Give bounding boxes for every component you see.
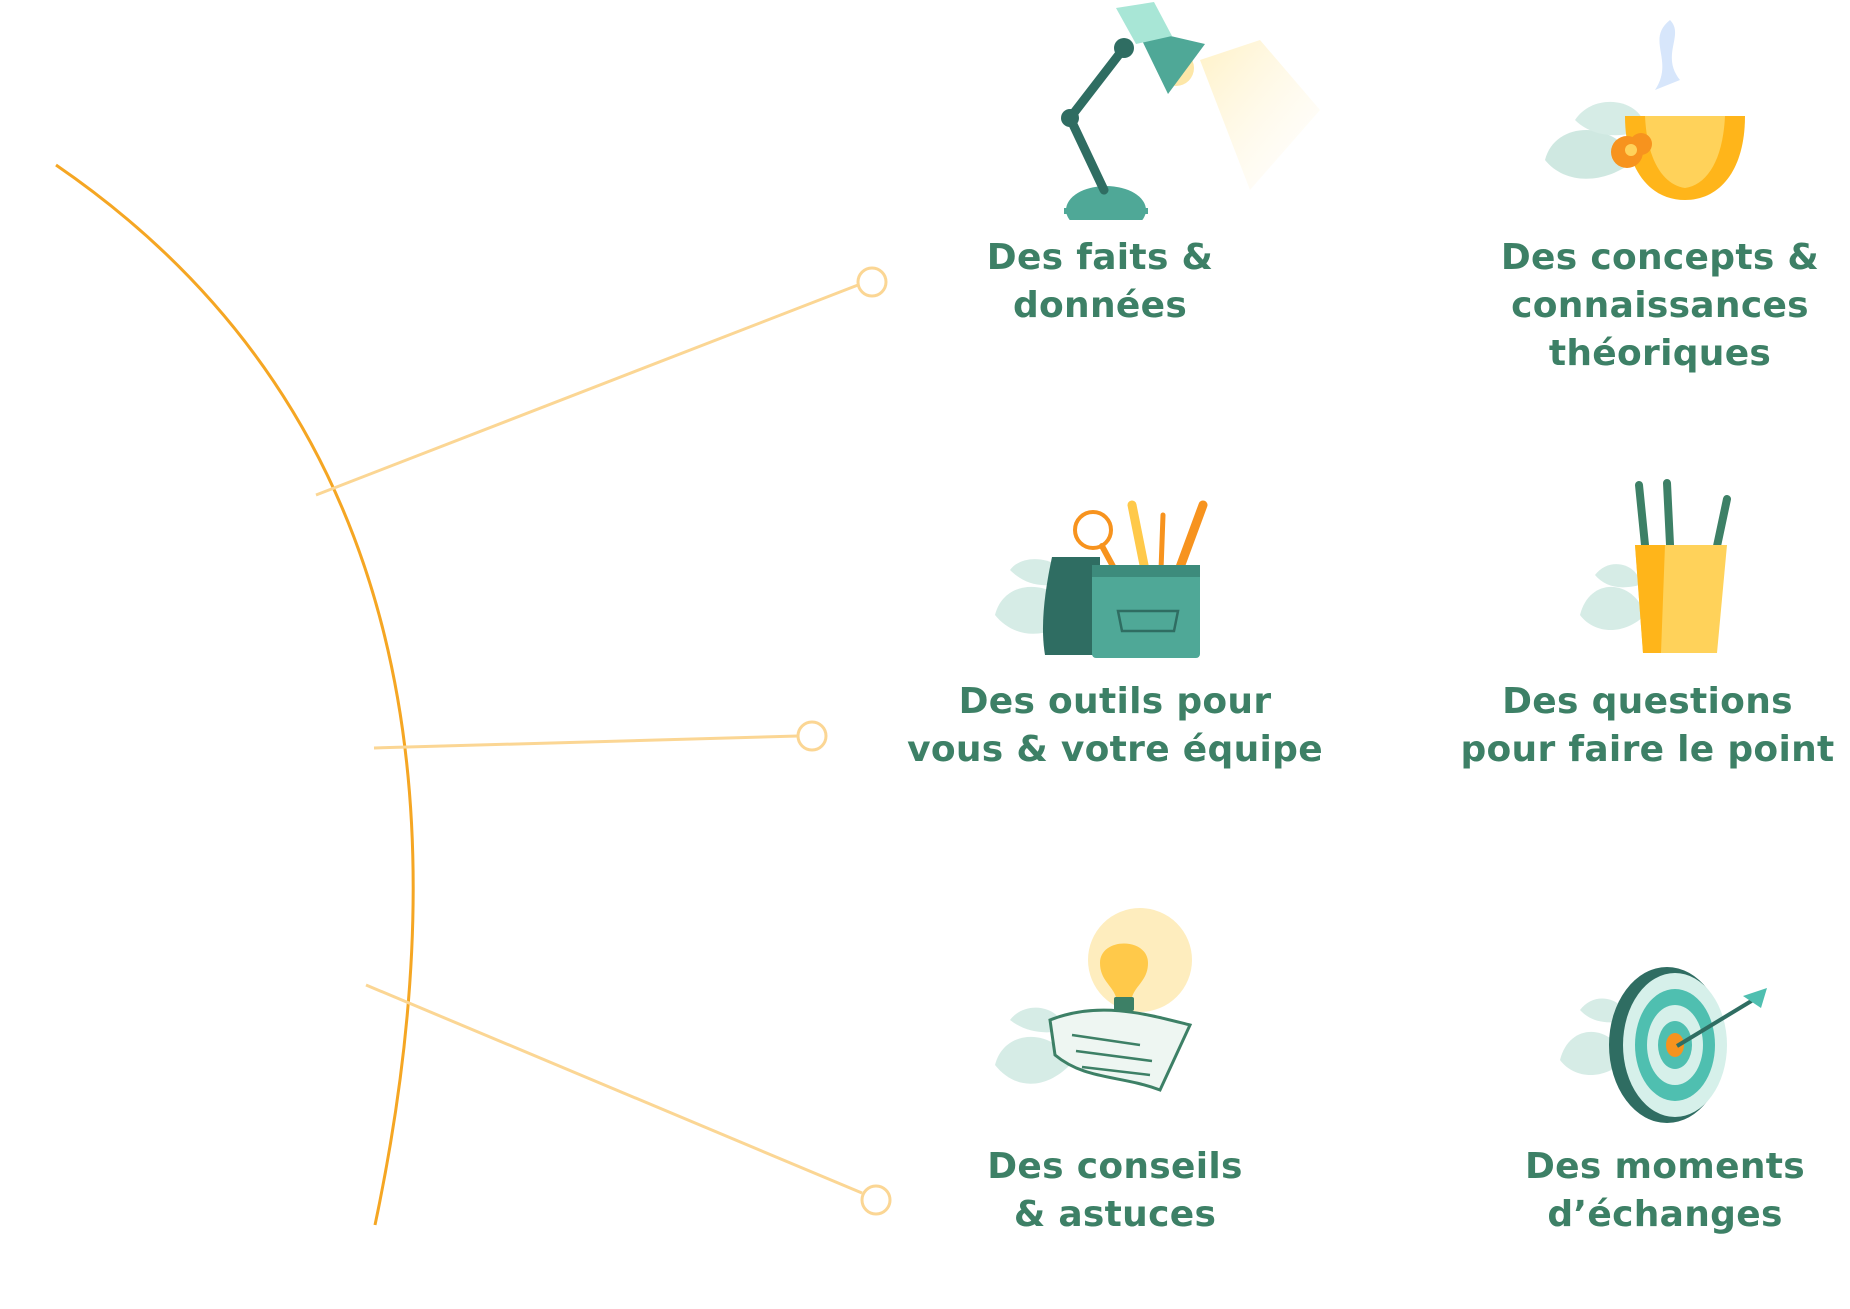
- tea-cup-icon: [1545, 20, 1745, 200]
- label-conseils-astuces: Des conseils & astuces: [965, 1143, 1265, 1239]
- label-line: Des conseils: [987, 1146, 1243, 1187]
- desk-lamp-icon: [1061, 2, 1320, 220]
- connector-node-bottom: [860, 1184, 892, 1216]
- label-line: vous & votre équipe: [907, 729, 1323, 770]
- main-arc: [55, 163, 415, 1226]
- connector-line-top: [315, 283, 859, 497]
- label-questions: Des questions pour faire le point: [1450, 678, 1845, 774]
- label-line: connaissances: [1511, 285, 1809, 326]
- label-line: d’échanges: [1547, 1194, 1783, 1235]
- pencil-cup-icon: [1580, 479, 1731, 653]
- lightbulb-note-icon: [995, 908, 1193, 1092]
- label-line: Des moments: [1525, 1146, 1805, 1187]
- target-dart-icon: [1560, 967, 1767, 1123]
- label-outils: Des outils pour vous & votre équipe: [895, 678, 1335, 774]
- label-faits-donnees: Des faits & données: [950, 234, 1250, 330]
- label-line: Des faits &: [986, 237, 1214, 278]
- connector-node-top: [856, 266, 888, 298]
- connector-line-middle: [373, 734, 799, 750]
- label-concepts-connaissances: Des concepts & connaissances théoriques: [1475, 234, 1845, 378]
- toolbag-icon: [995, 500, 1208, 658]
- label-line: pour faire le point: [1460, 729, 1835, 770]
- label-line: Des concepts &: [1500, 237, 1820, 278]
- connector-line-bottom: [365, 983, 863, 1195]
- label-line: & astuces: [1013, 1194, 1217, 1235]
- label-line: Des questions: [1502, 681, 1793, 722]
- connector-node-middle: [796, 720, 828, 752]
- label-moments-echanges: Des moments d’échanges: [1510, 1143, 1820, 1239]
- label-line: données: [1012, 285, 1188, 326]
- label-line: théoriques: [1548, 333, 1772, 374]
- label-line: Des outils pour: [958, 681, 1272, 722]
